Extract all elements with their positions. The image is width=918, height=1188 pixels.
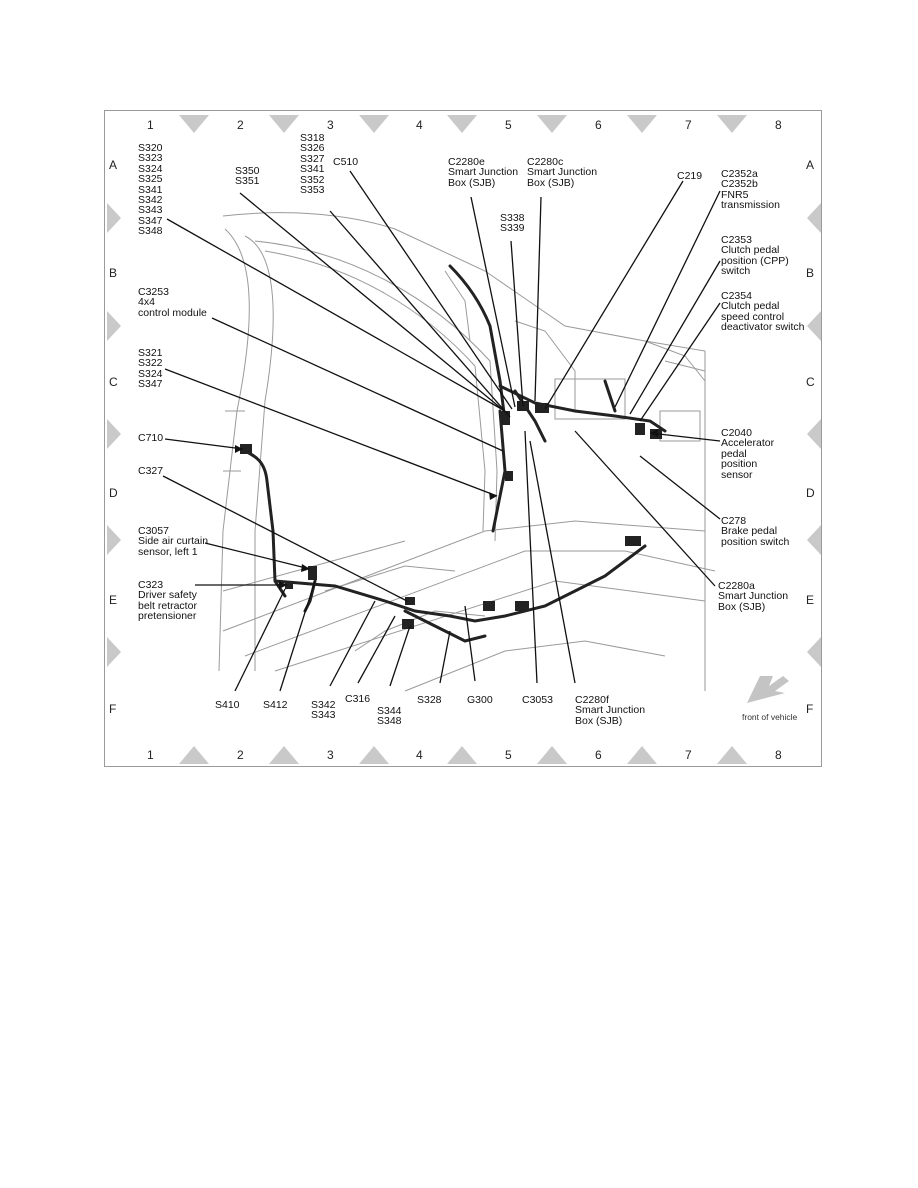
grid-row-left-C: C: [109, 375, 118, 389]
grid-col-top-7: 7: [685, 118, 692, 132]
grid-col-bottom-1: 1: [147, 748, 154, 762]
grid-row-left-F: F: [109, 702, 117, 716]
grid-row-left-D: D: [109, 486, 118, 500]
callout-s412: S412: [263, 699, 288, 711]
grid-col-top-1: 1: [147, 118, 154, 132]
grid-col-top-6: 6: [595, 118, 602, 132]
grid-row-right-F: F: [806, 702, 814, 716]
grid-row-left-B: B: [109, 266, 118, 280]
front-of-vehicle-label: front of vehicle: [742, 712, 798, 722]
grid-row-right-D: D: [806, 486, 815, 500]
callout-g300: G300: [467, 694, 493, 706]
grid-row-left-E: E: [109, 593, 118, 607]
grid-col-bottom-2: 2: [237, 748, 244, 762]
grid-row-right-C: C: [806, 375, 815, 389]
callout-c316: C316: [345, 693, 371, 705]
front-of-vehicle-arrow-icon: [747, 676, 789, 703]
grid-row-right-E: E: [806, 593, 815, 607]
grid-col-bottom-4: 4: [416, 748, 423, 762]
grid-col-bottom-6: 6: [595, 748, 602, 762]
callout-s328: S328: [417, 694, 442, 706]
grid-col-bottom-3: 3: [327, 748, 334, 762]
grid-row-right-B: B: [806, 266, 815, 280]
wiring-harness: [243, 264, 667, 643]
callout-c327: C327: [138, 465, 164, 477]
callout-s410: S410: [215, 699, 240, 711]
wiring-diagram-drawing: [107, 115, 821, 764]
grid-markers: [107, 115, 821, 764]
callout-c3053: C3053: [522, 694, 553, 706]
grid-col-top-4: 4: [416, 118, 423, 132]
callout-c219: C219: [677, 170, 703, 182]
grid-col-top-5: 5: [505, 118, 512, 132]
grid-col-bottom-5: 5: [505, 748, 512, 762]
leader-arrowheads: [235, 429, 658, 589]
grid-col-top-8: 8: [775, 118, 782, 132]
grid-row-left-A: A: [109, 158, 118, 172]
connectors: [240, 401, 662, 629]
callout-c710: C710: [138, 432, 164, 444]
grid-col-bottom-8: 8: [775, 748, 782, 762]
grid-col-top-2: 2: [237, 118, 244, 132]
leader-lines: [162, 170, 721, 692]
grid-col-top-3: 3: [327, 118, 334, 132]
grid-row-right-A: A: [806, 158, 815, 172]
diagram-frame: 1 2 3 4 5 6 7 8 1 2 3 4 5 6 7 8 A B C D …: [104, 110, 822, 767]
grid-col-bottom-7: 7: [685, 748, 692, 762]
callout-c510: C510: [333, 156, 359, 168]
